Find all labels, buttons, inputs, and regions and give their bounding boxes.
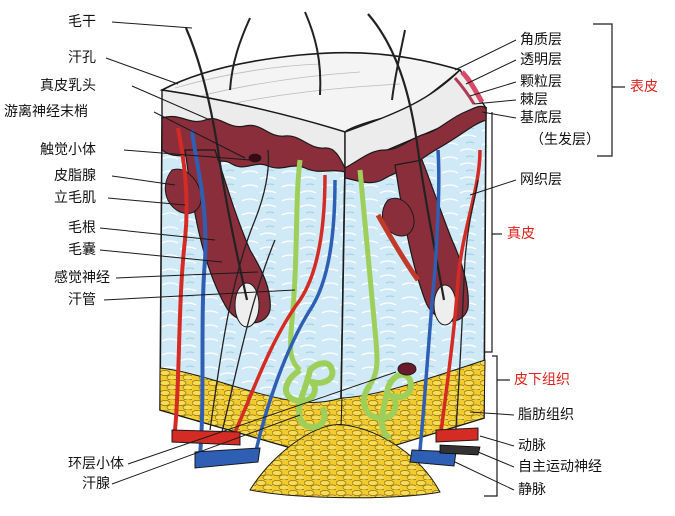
label-hair-shaft: 毛干 bbox=[68, 14, 96, 30]
artery-right bbox=[438, 149, 482, 441]
region-label-hypodermis: 皮下组织 bbox=[514, 372, 570, 388]
papillary-layer-right bbox=[344, 105, 487, 184]
region-label-dermis: 真皮 bbox=[507, 226, 535, 242]
label-arrector-pili: 立毛肌 bbox=[54, 190, 96, 206]
label-artery: 动脉 bbox=[518, 438, 546, 454]
label-lamellar-corpuscle: 环层小体 bbox=[68, 456, 124, 472]
label-autonomic-motor-nerve: 自主运动神经 bbox=[518, 459, 602, 475]
hair-shaft-1 bbox=[184, 27, 249, 301]
hair-shaft-5 bbox=[391, 29, 406, 101]
label-stratum-corneum: 角质层 bbox=[520, 32, 562, 48]
label-stratum-lucidum: 透明层 bbox=[520, 52, 562, 68]
hair-shaft-2 bbox=[229, 17, 251, 91]
vessel-end-artery-right bbox=[435, 427, 479, 443]
sweat-gland-left bbox=[283, 360, 336, 430]
vessel-end-vein-left bbox=[194, 447, 261, 469]
label-dermal-papilla: 真皮乳头 bbox=[40, 78, 96, 94]
label-stratum-granulosum: 颗粒层 bbox=[520, 74, 562, 90]
tactile-corpuscle-shape bbox=[248, 153, 262, 163]
label-hair-follicle: 毛囊 bbox=[68, 242, 96, 258]
label-vein: 静脉 bbox=[518, 482, 546, 498]
sweat-duct-left bbox=[287, 159, 303, 372]
label-free-nerve-endings: 游离神经末梢 bbox=[4, 104, 88, 120]
label-sebaceous-gland: 皮脂腺 bbox=[54, 168, 96, 184]
vein-right bbox=[418, 149, 441, 451]
label-stratum-spinosum: 棘层 bbox=[520, 92, 548, 108]
label-sensory-nerve: 感觉神经 bbox=[54, 270, 110, 286]
left-leader-lines bbox=[99, 21, 397, 485]
artery-left bbox=[173, 127, 189, 431]
hair-shaft-3 bbox=[304, 11, 322, 96]
hair-follicle-left bbox=[184, 149, 271, 324]
label-sweat-pore: 汗孔 bbox=[68, 50, 96, 66]
sebaceous-gland-left bbox=[164, 168, 202, 214]
label-tactile-corpuscle: 触觉小体 bbox=[40, 142, 96, 158]
label-germinative-layer: （生发层） bbox=[530, 132, 600, 148]
fat-mound-bottom bbox=[249, 423, 441, 499]
label-sweat-duct: 汗管 bbox=[68, 292, 96, 308]
sweat-gland-right bbox=[360, 371, 414, 441]
layer-brackets bbox=[484, 23, 625, 497]
lamellar-corpuscle-shape bbox=[397, 362, 417, 376]
label-adipose-tissue: 脂肪组织 bbox=[518, 407, 574, 423]
label-sweat-gland: 汗腺 bbox=[82, 476, 110, 492]
label-reticular-layer: 网织层 bbox=[520, 172, 562, 188]
label-stratum-basale: 基底层 bbox=[520, 110, 562, 126]
label-hair-root: 毛根 bbox=[68, 220, 96, 236]
sweat-duct-right bbox=[357, 169, 380, 387]
artery-mid bbox=[233, 174, 327, 433]
vein-mid bbox=[253, 179, 337, 456]
region-label-epidermis: 表皮 bbox=[630, 79, 658, 95]
